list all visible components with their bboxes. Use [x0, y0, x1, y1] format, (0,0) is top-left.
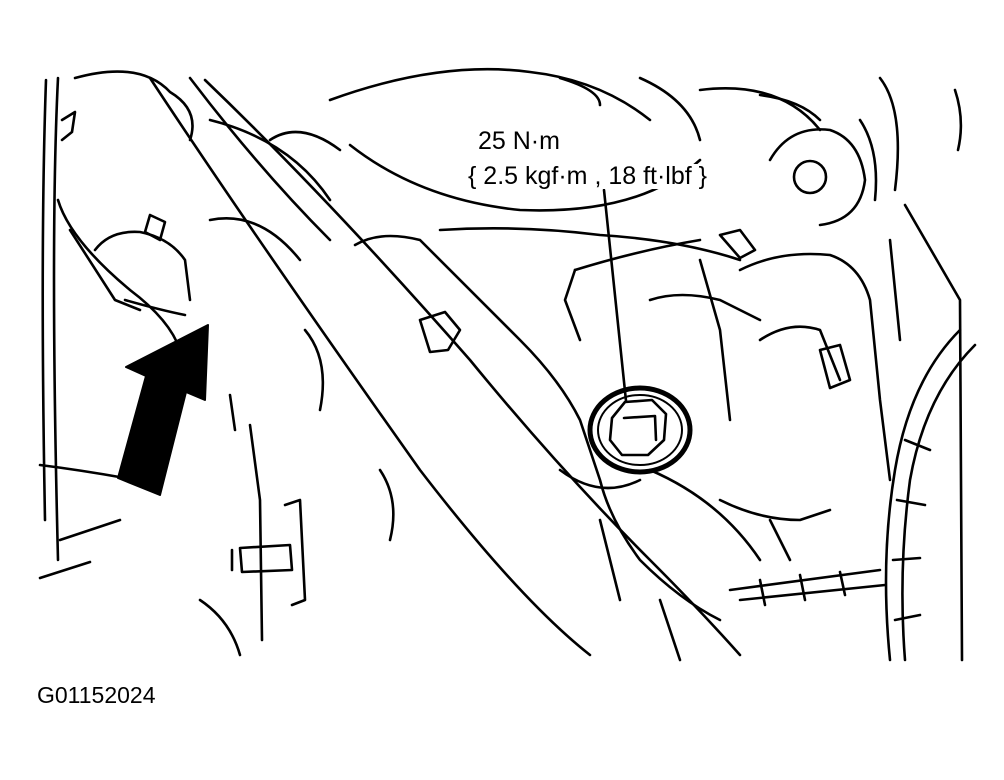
- torque-leader-line: [602, 188, 630, 422]
- wiring-harness: [728, 328, 977, 662]
- left-housing: [38, 110, 264, 657]
- torque-spec-alt: { 2.5 kgf·m , 18 ft·lbf }: [465, 164, 711, 189]
- eyelet: [768, 128, 867, 227]
- main-shaft: [148, 76, 742, 657]
- figure-id: G01152024: [37, 682, 156, 708]
- locating-pin: [230, 498, 307, 607]
- engine-background-lines: [41, 67, 964, 662]
- mounting-bracket: [353, 227, 892, 662]
- torque-spec-metric: 25 N·m: [475, 129, 563, 154]
- hex-bolt-icon: [587, 385, 693, 475]
- arrow-up-right-icon: [117, 324, 209, 496]
